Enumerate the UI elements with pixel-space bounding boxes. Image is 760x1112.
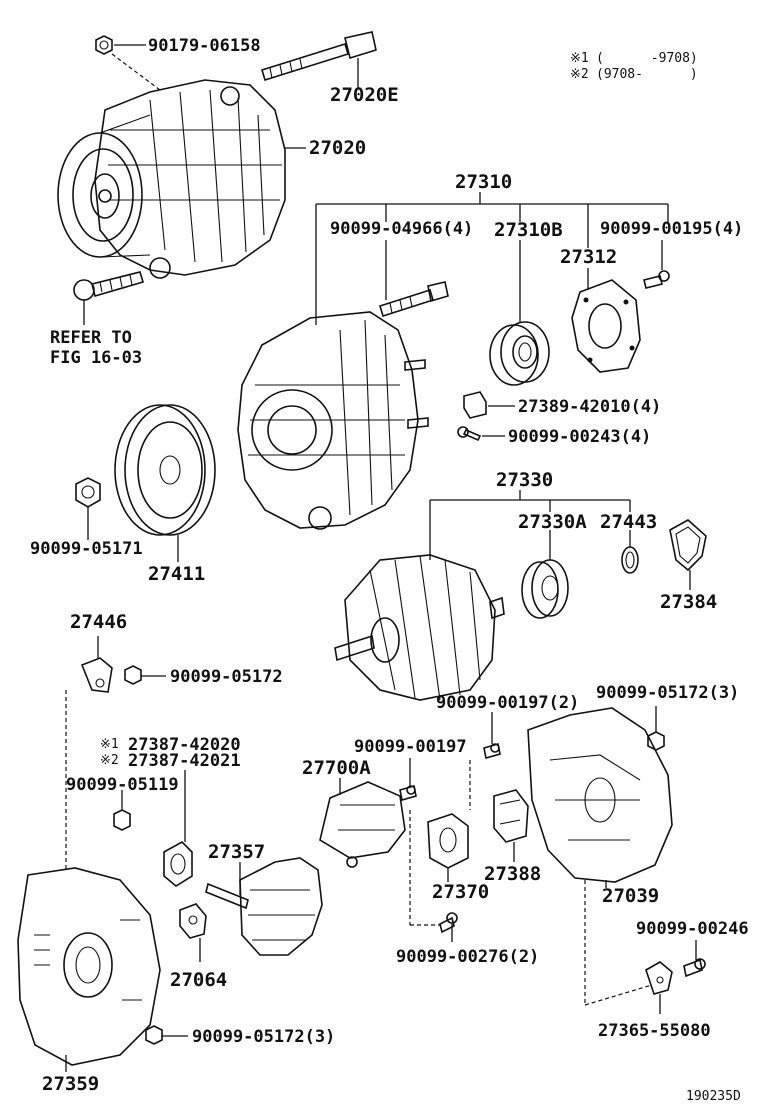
bracket-lines-27330 — [429, 490, 631, 560]
note2-range: (9708- ) — [596, 67, 698, 82]
screw-90099-00243[interactable] — [457, 426, 505, 442]
label-27330: 27330 — [496, 469, 553, 491]
label-27064: 27064 — [170, 969, 227, 991]
bolt-27020E[interactable] — [261, 31, 377, 88]
nut-90099-05119[interactable] — [113, 790, 131, 831]
bracket-27446[interactable] — [65, 636, 113, 870]
screw-90099-00197[interactable] — [399, 758, 417, 802]
label-90099-00246: 90099-00246 — [636, 919, 749, 939]
retainer-plate-27312[interactable] — [571, 268, 641, 373]
cover-27064[interactable] — [179, 903, 207, 962]
nut-90099-05172-3-b[interactable] — [145, 1025, 188, 1045]
terminal-27365-55080[interactable] — [645, 961, 673, 1014]
label-90099-05172-3-b: 90099-05172(3) — [192, 1027, 335, 1047]
alternator-assembly-27020[interactable] — [57, 79, 286, 279]
label-27039: 27039 — [602, 885, 659, 907]
label-90099-05171: 90099-05171 — [30, 539, 143, 559]
label-27446: 27446 — [70, 611, 127, 633]
label-27020E: 27020E — [330, 84, 399, 106]
label-27411: 27411 — [148, 563, 205, 585]
stud-bolt-90099-04966[interactable] — [379, 240, 449, 318]
bracket-lines-27310 — [315, 192, 669, 325]
label-27357: 27357 — [208, 841, 265, 863]
label-fig-16-03: FIG 16-03 — [50, 348, 142, 368]
note2-mark: ※2 — [570, 67, 589, 82]
label-90099-05119: 90099-05119 — [66, 775, 179, 795]
bearing-27310B[interactable] — [489, 240, 550, 386]
label-27389-42010: 27389-42010(4) — [518, 397, 661, 417]
label-27359: 27359 — [42, 1073, 99, 1095]
label-27312: 27312 — [560, 246, 617, 268]
mounting-bolt-refer[interactable] — [73, 271, 144, 325]
label-27310: 27310 — [455, 171, 512, 193]
label-27330A: 27330A — [518, 511, 587, 533]
rectifier-end-frame-27359[interactable] — [17, 867, 161, 1072]
label-27387-42020: 27387-42020 — [128, 735, 241, 755]
screw-90099-00246[interactable] — [683, 940, 706, 978]
label-27388: 27388 — [484, 863, 541, 885]
nut-90099-05171[interactable] — [75, 477, 101, 540]
label-90099-00243: 90099-00243(4) — [508, 427, 651, 447]
terminal-insulator-27387[interactable] — [163, 770, 193, 887]
screw-90099-00195[interactable] — [643, 240, 670, 289]
pulley-27411[interactable] — [114, 404, 216, 562]
cover-27388[interactable] — [493, 789, 529, 862]
label-27387-42021: 27387-42021 — [128, 751, 241, 771]
label-27310B: 27310B — [494, 219, 563, 241]
insulator-27389-42010[interactable] — [463, 391, 515, 419]
note1-mark: ※1 — [570, 51, 589, 66]
label-27384: 27384 — [660, 591, 717, 613]
label-90179-06158: 90179-06158 — [148, 36, 261, 56]
label-27020: 27020 — [309, 137, 366, 159]
dashed-guides — [409, 760, 653, 1006]
label-27365-55080: 27365-55080 — [598, 1021, 711, 1041]
mark1: ※1 — [100, 737, 119, 752]
label-90099-00195: 90099-00195(4) — [600, 219, 743, 239]
cover-27443[interactable] — [621, 530, 639, 574]
label-27700A: 27700A — [302, 757, 371, 779]
label-90099-00197-2: 90099-00197(2) — [436, 693, 579, 713]
mark2: ※2 — [100, 753, 119, 768]
brush-holder-27370[interactable] — [427, 813, 469, 882]
rectifier-27357[interactable] — [205, 857, 323, 956]
note1-range: ( -9708) — [596, 51, 698, 66]
label-90099-05172-3-a: 90099-05172(3) — [596, 683, 739, 703]
label-90099-00197: 90099-00197 — [354, 737, 467, 757]
label-27443: 27443 — [600, 511, 657, 533]
label-27370: 27370 — [432, 881, 489, 903]
nut-90179-06158[interactable] — [95, 35, 161, 91]
label-90099-00276: 90099-00276(2) — [396, 947, 539, 967]
label-90099-05172-a: 90099-05172 — [170, 667, 283, 687]
rear-cover-27039[interactable] — [527, 707, 673, 888]
figure-id: 190235D — [686, 1089, 741, 1104]
drive-end-frame-27310[interactable] — [237, 311, 429, 530]
label-90099-04966: 90099-04966(4) — [330, 219, 473, 239]
seal-27384[interactable] — [669, 519, 707, 590]
nut-90099-05172-3-a[interactable] — [647, 706, 665, 751]
regulator-27700A[interactable] — [319, 778, 406, 868]
bearing-27330A[interactable] — [521, 530, 569, 619]
nut-90099-05172-a[interactable] — [124, 665, 166, 685]
rotor-27330[interactable] — [334, 554, 505, 701]
screw-90099-00276[interactable] — [439, 912, 458, 942]
label-refer-to: REFER TO — [50, 328, 132, 348]
screw-90099-00197-2[interactable] — [483, 712, 501, 760]
